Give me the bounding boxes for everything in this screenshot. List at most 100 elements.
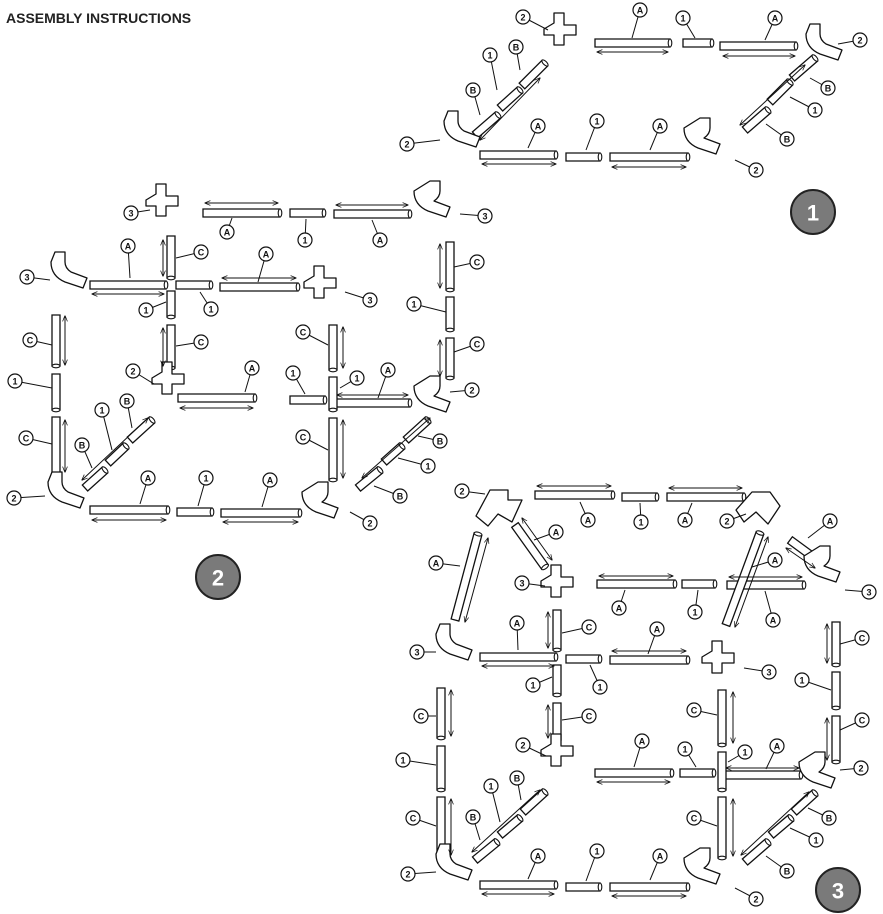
pipe-end [329,478,337,482]
part-label-1: 1 [526,677,552,692]
pipe-segment [832,672,840,710]
part-label-B: B [418,434,447,448]
pipe-segment [221,509,302,517]
pipe-segment [82,466,109,491]
pipe-body [553,665,561,695]
part-label-C: C [562,709,596,723]
pipe-end [554,653,558,661]
label-text: C [474,258,481,268]
label-text: 1 [290,369,295,379]
pipe-body [290,396,325,404]
pipe-segment [437,746,445,792]
part-label-1: 1 [200,292,218,316]
pipe-segment [718,690,726,747]
label-text: C [410,814,417,824]
label-text: 1 [400,756,405,766]
pipe-segment [480,151,558,159]
part-label-C: C [562,620,596,634]
pipe-segment [329,418,337,482]
pipe-end [167,315,175,319]
pipe-segment [90,281,168,289]
part-label-A: A [510,616,524,650]
pipe-end [686,153,690,161]
connector-fitting [806,24,842,60]
pipe-end [670,769,674,777]
part-label-3: 3 [20,270,50,284]
pipe-segment [446,242,454,292]
pipe-body [290,209,324,217]
part-label-1: 1 [398,458,435,473]
pipe-body [683,39,712,47]
part-label-C: C [406,811,436,826]
label-text: C [691,814,698,824]
pipe-end [437,736,445,740]
part-label-1: 1 [286,366,305,394]
pipe-segment [437,688,445,740]
part-label-A: A [372,220,387,247]
pipe-segment [566,153,602,161]
label-text: C [23,434,30,444]
pipe-end [446,328,454,332]
connector-fitting [414,181,450,217]
pipe-body [480,881,556,889]
part-label-3: 3 [460,209,492,223]
pipe-segment [290,396,327,404]
pipe-end [718,788,726,792]
part-label-B: B [808,808,836,825]
label-text: A [224,228,231,238]
part-label-A: A [140,471,155,504]
connector-fitting [544,13,576,45]
pipe-body [722,532,764,627]
part-label-A: A [378,363,395,398]
pipe-segment [290,209,326,217]
label-text: A [772,556,779,566]
part-label-2: 2 [455,484,485,498]
pipe-segment [718,797,726,860]
pipe-segment [381,442,406,465]
label-text: C [691,706,698,716]
part-label-2: 2 [735,160,763,177]
label-text: B [124,397,131,407]
label-text: C [198,338,205,348]
fit-arrow [362,418,430,478]
connector-fitting [684,118,720,154]
part-label-1: 1 [795,673,831,690]
label-text: A [249,364,256,374]
part-label-A: A [580,502,595,527]
pipe-body [718,797,726,858]
part-label-A: A [245,361,259,392]
pipe-body [90,506,168,514]
step-badge-2: 2 [196,555,240,599]
label-text: 1 [302,236,307,246]
label-text: A [553,528,560,538]
part-label-2: 2 [838,33,867,47]
label-text: 2 [724,517,729,527]
label-text: A [639,737,646,747]
part-label-A: A [632,3,647,38]
connector-fitting [414,376,450,412]
pipe-segment [683,39,714,47]
label-text: A [827,517,834,527]
pipe-body [566,153,600,161]
pipe-segment [535,491,615,499]
pipe-body [724,771,801,779]
pipe-segment [610,883,690,891]
pipe-body [335,399,410,407]
part-label-C: C [296,430,328,450]
part-label-3: 3 [410,645,436,659]
part-label-1: 1 [678,742,696,767]
part-label-B: B [374,486,407,503]
pipe-body [566,655,600,663]
pipe-end [167,276,175,280]
pipe-segment [520,788,549,815]
pipe-end [554,151,558,159]
pipe-body [832,716,840,762]
step-number: 3 [832,879,844,904]
label-text: A [377,236,384,246]
part-label-A: A [612,590,626,615]
pipe-body [480,151,556,159]
pipe-end [668,39,672,47]
pipe-end [553,648,561,652]
pipe-end [673,580,677,588]
